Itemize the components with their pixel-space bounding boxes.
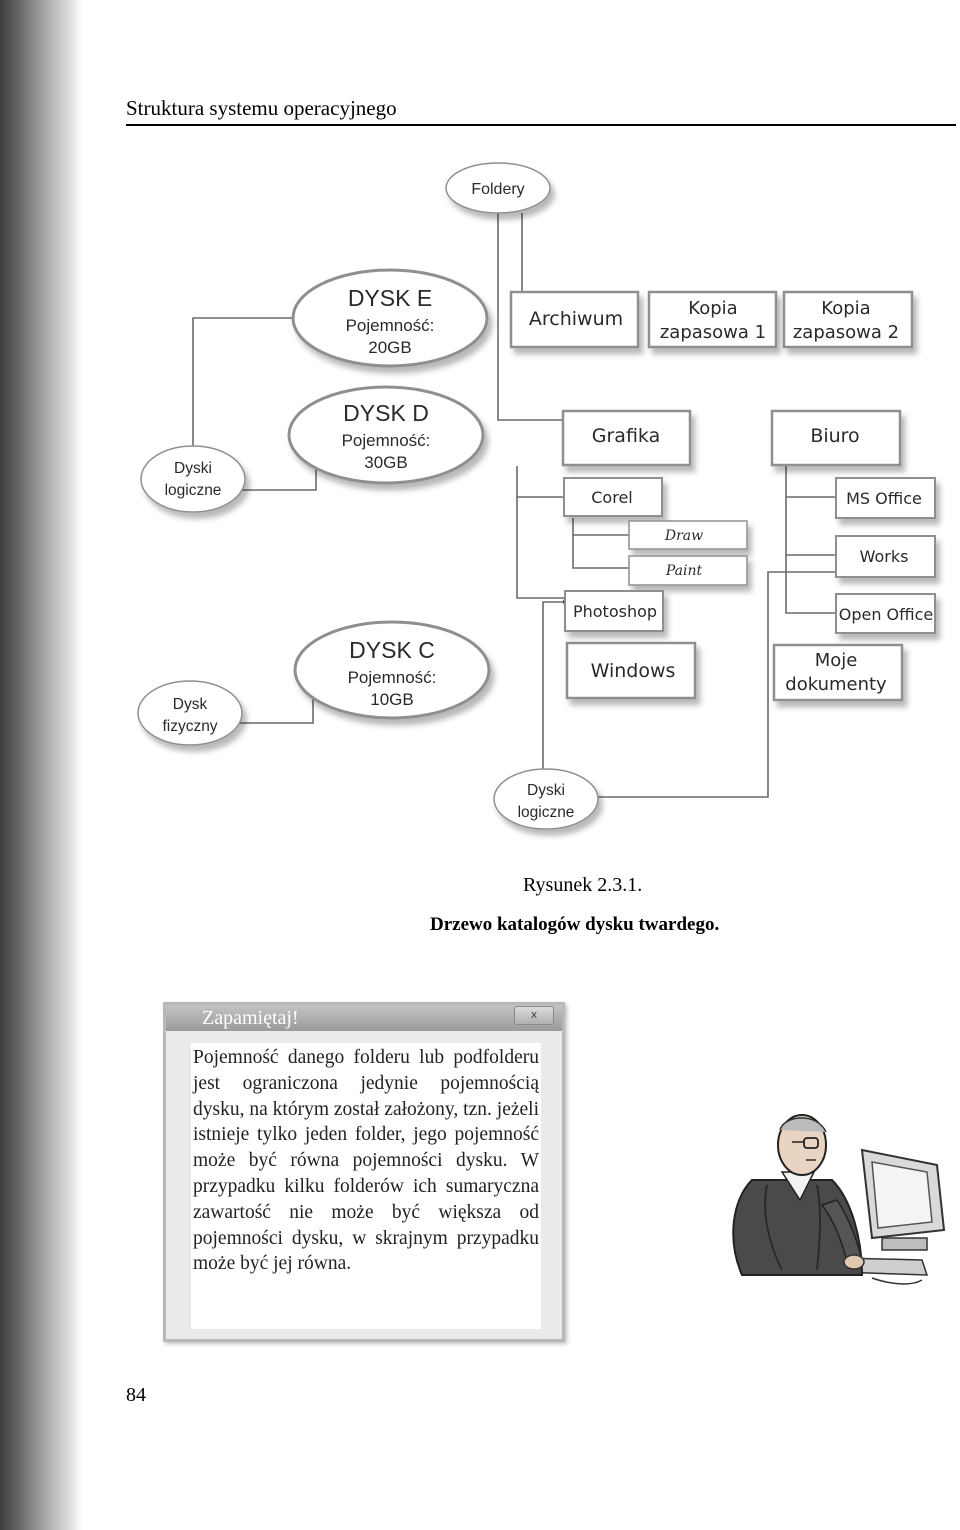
dysk-d-capacity: 30GB <box>364 453 407 472</box>
svg-text:Draw: Draw <box>664 528 703 544</box>
svg-text:Grafika: Grafika <box>592 425 660 447</box>
dyski-logiczne-left-line2: logiczne <box>165 482 222 499</box>
folder-archiwum: Archiwum <box>509 290 640 349</box>
folder-ms-office: MS Office <box>835 477 936 519</box>
dysk-c-capacity: 10GB <box>370 690 413 709</box>
remember-note-window: Zapamiętaj! x Pojemność danego folderu l… <box>163 1002 565 1342</box>
dysk-c-capacity-label: Pojemność: <box>348 668 437 687</box>
folder-photoshop: Photoshop <box>564 590 664 632</box>
folder-kopia-zapasowa-1: Kopia zapasowa 1 <box>647 290 778 349</box>
dysk-e-node: DYSK E Pojemność: 20GB <box>291 268 489 368</box>
figure-caption: Drzewo katalogów dysku twardego. <box>430 914 720 935</box>
folder-boxes: Archiwum Kopia zapasowa 1 Kopia zapasowa… <box>509 290 936 702</box>
dyski-logiczne-bottom-line2: logiczne <box>518 804 575 821</box>
note-titlebar: Zapamiętaj! x <box>166 1005 562 1031</box>
figure-number: Rysunek 2.3.1. <box>523 874 643 896</box>
dysk-d-node: DYSK D Pojemność: 30GB <box>287 385 485 485</box>
svg-text:Open Office: Open Office <box>839 605 934 624</box>
directory-tree-diagram: Foldery Dyski logiczne Dysk fizyczny Dys… <box>137 162 936 830</box>
svg-text:zapasowa 2: zapasowa 2 <box>793 322 899 343</box>
folder-moje-dokumenty: Moje dokumenty <box>772 643 904 702</box>
svg-text:Biuro: Biuro <box>810 425 859 447</box>
dyski-logiczne-left-node: Dyski logiczne <box>140 445 246 513</box>
dysk-c-name: DYSK C <box>349 637 435 663</box>
note-title: Zapamiętaj! <box>202 1007 299 1029</box>
dyski-logiczne-bottom-line1: Dyski <box>527 782 565 799</box>
svg-text:Paint: Paint <box>665 563 703 579</box>
svg-text:Works: Works <box>860 547 909 566</box>
folder-open-office: Open Office <box>835 593 936 634</box>
folder-draw: Draw <box>628 520 748 550</box>
folder-paint: Paint <box>628 555 748 586</box>
svg-text:MS Office: MS Office <box>846 489 922 508</box>
man-at-computer-illustration <box>732 1114 946 1285</box>
dysk-d-name: DYSK D <box>343 400 429 426</box>
page-side-gradient <box>0 0 82 1530</box>
dysk-fizyczny-line1: Dysk <box>173 696 208 713</box>
svg-text:Corel: Corel <box>591 488 632 507</box>
folder-biuro: Biuro <box>770 409 902 467</box>
svg-text:Archiwum: Archiwum <box>529 308 623 330</box>
svg-text:Kopia: Kopia <box>821 298 870 319</box>
dysk-fizyczny-line2: fizyczny <box>162 718 217 735</box>
svg-text:dokumenty: dokumenty <box>785 674 887 695</box>
foldery-label: Foldery <box>471 181 524 198</box>
header-rule <box>126 124 956 126</box>
foldery-node: Foldery <box>445 162 551 214</box>
note-text: Pojemność danego folderu lub podfolderu … <box>193 1047 539 1275</box>
page-number: 84 <box>126 1384 146 1406</box>
folder-grafika: Grafika <box>561 409 692 467</box>
folder-kopia-zapasowa-2: Kopia zapasowa 2 <box>782 290 914 349</box>
svg-text:Windows: Windows <box>591 660 676 682</box>
folder-corel: Corel <box>563 477 663 517</box>
chapter-title: Struktura systemu operacyjnego <box>126 96 397 120</box>
note-close-button[interactable]: x <box>514 1006 554 1025</box>
dysk-e-capacity: 20GB <box>368 338 411 357</box>
dysk-e-capacity-label: Pojemność: <box>346 316 435 335</box>
dysk-fizyczny-node: Dysk fizyczny <box>137 680 243 746</box>
svg-text:Kopia: Kopia <box>688 298 737 319</box>
svg-text:Moje: Moje <box>815 650 858 671</box>
folder-works: Works <box>835 535 936 578</box>
dyski-logiczne-bottom-node: Dyski logiczne <box>493 768 599 830</box>
svg-text:Photoshop: Photoshop <box>573 602 657 621</box>
dysk-d-capacity-label: Pojemność: <box>342 431 431 450</box>
folder-windows: Windows <box>565 641 697 700</box>
dysk-c-node: DYSK C Pojemność: 10GB <box>293 620 491 720</box>
dyski-logiczne-left-line1: Dyski <box>174 460 212 477</box>
svg-text:zapasowa 1: zapasowa 1 <box>660 322 766 343</box>
note-body: Pojemność danego folderu lub podfolderu … <box>191 1043 541 1329</box>
dysk-e-name: DYSK E <box>348 285 432 311</box>
